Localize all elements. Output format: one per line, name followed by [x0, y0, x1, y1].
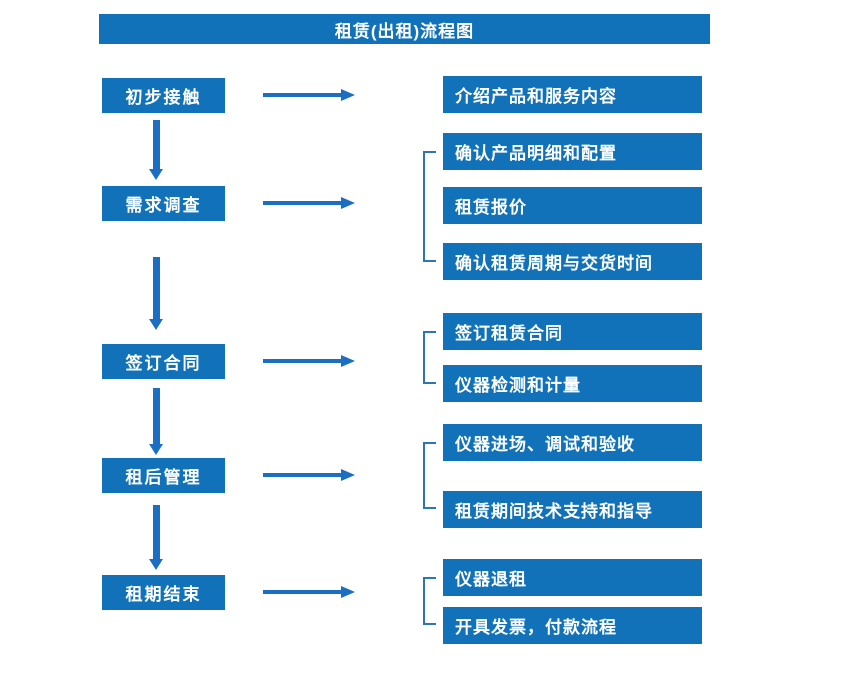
arrow-shaft [263, 473, 343, 477]
group-bracket-icon [423, 577, 436, 625]
arrow-down-icon [149, 505, 164, 570]
output-box: 租赁期间技术支持和指导 [443, 491, 702, 528]
arrow-head [341, 586, 355, 598]
arrow-shaft [263, 359, 343, 363]
arrow-head [341, 355, 355, 367]
arrow-shaft [153, 257, 160, 320]
page-title: 租赁(出租)流程图 [99, 14, 710, 44]
output-box: 签订租赁合同 [443, 313, 702, 350]
arrow-shaft [263, 201, 343, 205]
arrow-head [149, 169, 163, 180]
arrow-shaft [263, 93, 343, 97]
arrow-shaft [153, 505, 160, 560]
group-bracket-icon [423, 331, 436, 384]
output-box: 介绍产品和服务内容 [443, 76, 702, 113]
step-box-initial-contact: 初步接触 [102, 78, 225, 113]
arrow-shaft [153, 120, 160, 170]
arrow-down-icon [149, 120, 164, 180]
arrow-shaft [153, 388, 160, 445]
arrow-right-icon [263, 197, 355, 209]
group-bracket-icon [423, 442, 436, 509]
output-box: 确认租赁周期与交货时间 [443, 243, 702, 280]
arrow-head [149, 444, 163, 455]
arrow-right-icon [263, 89, 355, 101]
output-box: 仪器退租 [443, 559, 702, 596]
group-bracket-icon [423, 151, 436, 262]
step-box-post-rental-management: 租后管理 [102, 458, 225, 493]
arrow-head [341, 89, 355, 101]
output-box: 开具发票，付款流程 [443, 607, 702, 644]
output-box: 仪器进场、调试和验收 [443, 424, 702, 461]
arrow-right-icon [263, 355, 355, 367]
arrow-down-icon [149, 388, 164, 455]
arrow-shaft [263, 590, 343, 594]
arrow-right-icon [263, 469, 355, 481]
arrow-down-icon [149, 257, 164, 330]
arrow-head [149, 319, 163, 330]
output-box: 租赁报价 [443, 187, 702, 224]
arrow-head [149, 559, 163, 570]
step-box-demand-survey: 需求调查 [102, 186, 225, 221]
arrow-head [341, 469, 355, 481]
step-box-sign-contract: 签订合同 [102, 344, 225, 379]
arrow-head [341, 197, 355, 209]
arrow-right-icon [263, 586, 355, 598]
step-box-rental-end: 租期结束 [102, 575, 225, 610]
output-box: 仪器检测和计量 [443, 365, 702, 402]
output-box: 确认产品明细和配置 [443, 133, 702, 170]
